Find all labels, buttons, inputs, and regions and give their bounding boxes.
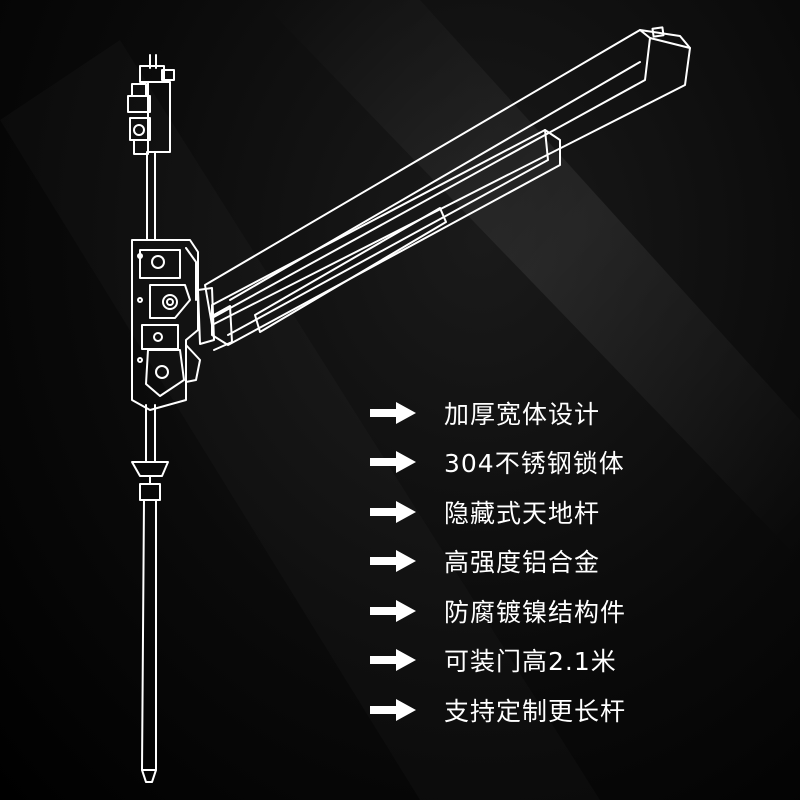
arrow-right-icon [370,401,416,424]
push-bar [197,26,691,351]
arrow-right-icon [370,649,416,672]
arrow-right-icon [370,500,416,523]
feature-list: 加厚宽体设计 304不锈钢锁体 隐藏式天地杆 高强度铝合金 防腐镀镍结构件 [370,388,780,735]
feature-item: 可装门高2.1米 [370,636,780,686]
feature-item: 304不锈钢锁体 [370,438,780,488]
feature-label: 防腐镀镍结构件 [444,597,627,627]
feature-item: 防腐镀镍结构件 [370,586,780,636]
feature-label: 加厚宽体设计 [444,399,601,429]
lock-body [131,239,201,411]
top-rod [146,151,156,241]
feature-item: 隐藏式天地杆 [370,487,780,537]
feature-label: 高强度铝合金 [444,548,601,578]
arrow-right-icon [370,599,416,622]
feature-item: 加厚宽体设计 [370,388,780,438]
feature-item: 支持定制更长杆 [370,685,780,735]
feature-label: 304不锈钢锁体 [444,449,625,479]
feature-item: 高强度铝合金 [370,537,780,587]
arrow-right-icon [370,451,416,474]
arrow-right-icon [370,550,416,573]
feature-label: 隐藏式天地杆 [444,498,601,528]
feature-label: 可装门高2.1米 [444,647,617,677]
top-latch-assembly [127,54,175,155]
bottom-rod [131,404,169,783]
arrow-right-icon [370,698,416,721]
feature-label: 支持定制更长杆 [444,696,627,726]
